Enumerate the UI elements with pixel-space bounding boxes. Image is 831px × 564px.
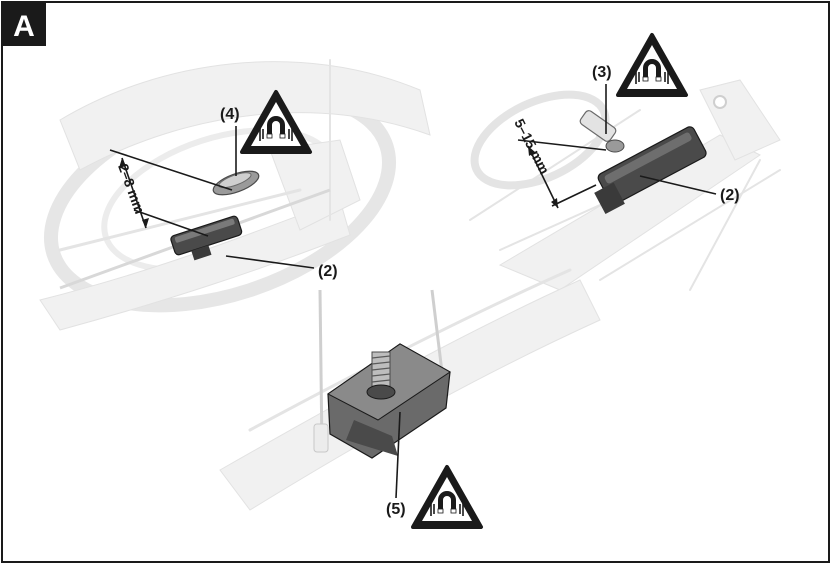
callout-2-right: (2) [720, 187, 740, 204]
panel-letter: A [13, 10, 35, 43]
callout-5: (5) [386, 501, 406, 518]
callout-3: (3) [592, 64, 612, 81]
callout-2-left: (2) [318, 263, 338, 280]
callout-4: (4) [220, 106, 240, 123]
